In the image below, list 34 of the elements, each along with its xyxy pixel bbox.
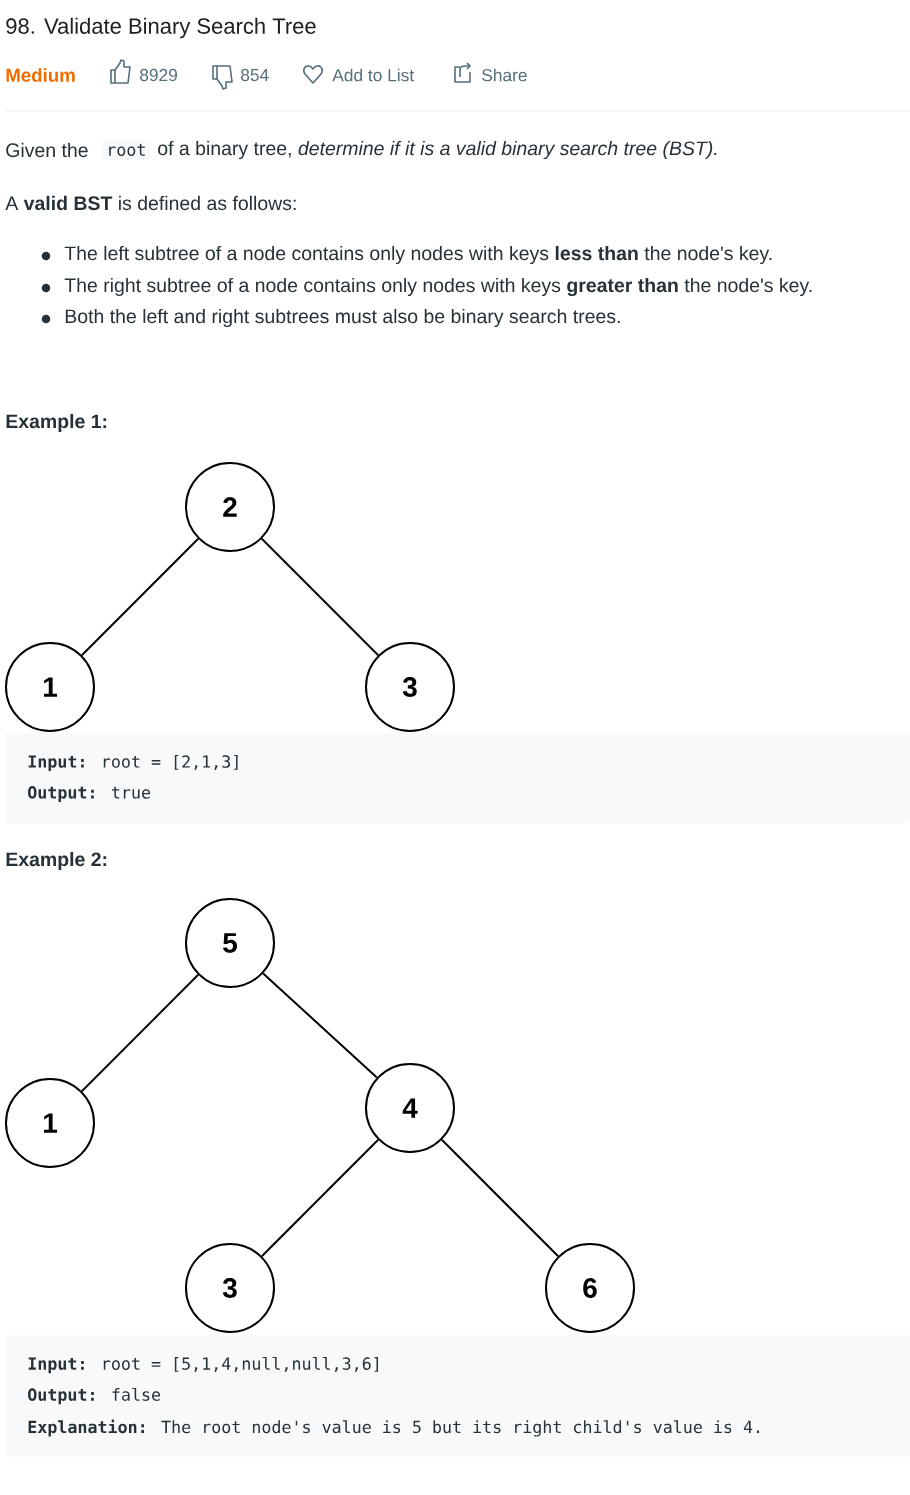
dislike-count: 854: [241, 68, 269, 82]
tree-edge: [262, 972, 378, 1079]
like-count: 8929: [140, 68, 177, 82]
list-item: Both the left and right subtrees must also be binary search trees.: [41, 308, 620, 328]
code-line: Output: false: [28, 1387, 161, 1405]
code-line: Input: root = [5,1,4,null,null,3,6]: [28, 1356, 378, 1374]
tree-node: 6: [545, 1243, 635, 1333]
tree-node: 1: [5, 1078, 95, 1168]
difficulty-label: Medium: [6, 68, 75, 82]
code-line: Explanation: The root node's value is 5 but its right child's value is 4.: [28, 1419, 760, 1437]
tree-edge: [260, 537, 380, 657]
tree-node: 3: [185, 1243, 275, 1333]
paragraph-text: A valid BST is defined as follows:: [5, 195, 296, 211]
section-heading: Example 1:: [6, 413, 107, 433]
page-title: 98. Validate Binary Search Tree: [6, 17, 316, 39]
code-line: Input: root = [2,1,3]: [28, 754, 238, 772]
tree-node: 4: [365, 1063, 455, 1153]
list-item: The right subtree of a node contains only nodes with keys greater than the node's key.: [41, 277, 812, 297]
paragraph-text: Given the: [6, 142, 88, 158]
tree-edge: [80, 973, 200, 1093]
add-to-list-link: Add to List: [332, 68, 414, 82]
paragraph-text: of a binary tree, determine if it is a valid binary search tree (BST).: [158, 140, 717, 160]
list-item: The left subtree of a node contains only nodes with keys less than the node's key.: [41, 245, 772, 265]
inline-code: root: [102, 140, 151, 160]
tree-node: 5: [185, 898, 275, 988]
share-link: Share: [482, 68, 527, 82]
tree-edge: [80, 537, 200, 657]
tree-edge: [440, 1138, 560, 1258]
tree-edge: [260, 1138, 380, 1258]
tree-node: 3: [365, 642, 455, 732]
tree-node: 2: [185, 462, 275, 552]
section-heading: Example 2:: [6, 851, 107, 871]
tree-node: 1: [5, 642, 95, 732]
code-line: Output: true: [28, 786, 151, 802]
